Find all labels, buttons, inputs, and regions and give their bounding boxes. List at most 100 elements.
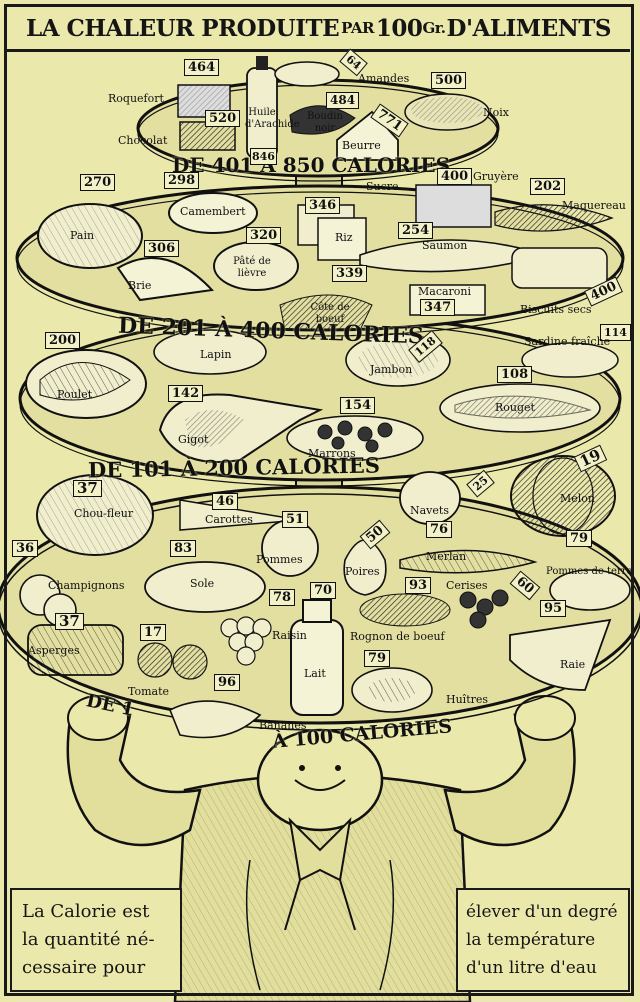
label-pain: Pain bbox=[70, 229, 95, 242]
price-maquereau: 202 bbox=[530, 178, 566, 195]
price-rouget: 108 bbox=[497, 366, 533, 383]
label-gigot: Gigot bbox=[178, 433, 209, 446]
price-asperges: 37 bbox=[55, 613, 84, 630]
price-carottes: 46 bbox=[212, 493, 239, 510]
label-raie: Raie bbox=[560, 658, 586, 671]
tier4-foods bbox=[19, 455, 631, 739]
label-gruyere: Gruyère bbox=[473, 170, 519, 183]
price-camembert: 298 bbox=[164, 172, 200, 189]
price-lait: 70 bbox=[310, 582, 337, 599]
label-sole: Sole bbox=[190, 577, 215, 590]
price-pain: 270 bbox=[80, 174, 116, 191]
label-lait: Lait bbox=[304, 667, 326, 680]
label-jambon: Jambon bbox=[370, 363, 413, 376]
price-chocolat: 520 bbox=[205, 110, 241, 127]
label-carottes: Carottes bbox=[205, 513, 253, 526]
price-raisin: 78 bbox=[269, 589, 296, 606]
poster-frame bbox=[4, 4, 634, 996]
price-poulet: 200 bbox=[45, 332, 81, 349]
label-macaroni: Macaroni bbox=[418, 285, 472, 298]
label-marrons: Marrons bbox=[308, 447, 356, 460]
label-brie: Brie bbox=[128, 279, 152, 292]
label-roquefort: Roquefort bbox=[108, 92, 164, 105]
label-asperges: Asperges bbox=[28, 644, 80, 657]
price-brie: 306 bbox=[144, 240, 180, 257]
title-part-5: D'ALIMENTS bbox=[446, 14, 612, 42]
label-chou-fleur: Chou-fleur bbox=[74, 507, 134, 520]
price-chou-fleur: 37 bbox=[73, 480, 102, 497]
definition-box-right: élever d'un degré la température d'un li… bbox=[456, 888, 630, 992]
price-pate: 320 bbox=[246, 227, 282, 244]
definition-left-line-1: La Calorie est bbox=[22, 901, 150, 922]
definition-right-line-2: la température bbox=[466, 930, 596, 950]
label-bananes: Bananes bbox=[259, 719, 307, 732]
label-riz: Riz bbox=[335, 231, 353, 244]
label-huitres: Huîtres bbox=[446, 693, 489, 706]
definition-left-line-3: cessaire pour bbox=[22, 957, 146, 978]
label-rouget: Rouget bbox=[495, 401, 535, 414]
label-melon: Melon bbox=[560, 492, 595, 505]
label-noix: Noix bbox=[483, 106, 509, 119]
price-raie: 95 bbox=[540, 600, 567, 617]
tier-caption-top: DE 401 À 850 CALORIES bbox=[172, 153, 451, 177]
price-gruyere: 400 bbox=[437, 168, 473, 185]
label-cote-boeuf: Côte de boeuf bbox=[310, 302, 350, 325]
price-rognon: 93 bbox=[405, 577, 432, 594]
price-riz: 339 bbox=[332, 265, 368, 282]
price-roquefort: 464 bbox=[184, 59, 220, 76]
label-pommes: Pommes bbox=[256, 553, 303, 566]
definition-box-left: La Calorie est la quantité né- cessaire … bbox=[10, 888, 182, 992]
price-sole: 83 bbox=[170, 540, 197, 557]
definition-right-line-1: élever d'un degré bbox=[466, 902, 618, 922]
label-biscuits: Biscuits secs bbox=[520, 303, 592, 316]
price-huitres: 79 bbox=[364, 650, 391, 667]
label-boudin: Boudin noir bbox=[307, 111, 343, 134]
poster-title: LA CHALEUR PRODUITE PAR 100 Gr. D'ALIMEN… bbox=[7, 7, 630, 52]
label-sardine: Sardine fraîche bbox=[524, 335, 611, 348]
label-amandes: Amandes bbox=[358, 72, 410, 85]
price-boudin: 484 bbox=[326, 92, 360, 109]
label-pate: Pâté de lièvre bbox=[233, 256, 271, 279]
price-noix: 500 bbox=[431, 72, 467, 89]
price-gigot: 142 bbox=[168, 385, 204, 402]
price-marrons: 154 bbox=[340, 397, 376, 414]
label-camembert: Camembert bbox=[180, 205, 246, 218]
title-part-4: Gr. bbox=[422, 19, 446, 37]
label-champignons: Champignons bbox=[48, 579, 125, 592]
price-sucre: 346 bbox=[305, 197, 341, 214]
price-pommes: 51 bbox=[282, 511, 309, 528]
label-raisin: Raisin bbox=[272, 629, 307, 642]
title-part-2: PAR bbox=[341, 19, 374, 37]
label-tomate: Tomate bbox=[128, 685, 170, 698]
label-chocolat: Chocolat bbox=[118, 134, 168, 147]
label-poires: Poires bbox=[345, 565, 380, 578]
price-sardine: 114 bbox=[600, 324, 631, 341]
label-saumon: Saumon bbox=[422, 239, 468, 252]
definition-left-line-2: la quantité né- bbox=[22, 929, 155, 950]
label-beurre: Beurre bbox=[342, 139, 381, 152]
price-champignons: 36 bbox=[12, 540, 39, 557]
label-merlan: Merlan bbox=[426, 550, 467, 563]
price-pommes-de-terre: 79 bbox=[566, 530, 593, 547]
price-merlan: 76 bbox=[426, 521, 453, 538]
label-rognon: Rognon de boeuf bbox=[350, 630, 445, 643]
label-lapin: Lapin bbox=[200, 348, 232, 361]
definition-right-line-3: d'un litre d'eau bbox=[466, 958, 597, 978]
label-sucre: Sucre bbox=[366, 180, 399, 193]
title-part-1: LA CHALEUR PRODUITE bbox=[25, 14, 340, 42]
label-pommes-de-terre: Pommes de terre bbox=[546, 566, 633, 577]
label-poulet: Poulet bbox=[57, 388, 93, 401]
price-tomate: 17 bbox=[140, 624, 167, 641]
price-macaroni: 347 bbox=[420, 299, 456, 316]
price-huile: 846 bbox=[250, 148, 277, 165]
price-bananes: 96 bbox=[214, 674, 241, 691]
label-navets: Navets bbox=[410, 504, 449, 517]
chef-figure bbox=[66, 695, 576, 1002]
label-maquereau: Maquereau bbox=[562, 199, 626, 212]
label-huile: Huile d'Arachide bbox=[245, 107, 300, 130]
price-saumon: 254 bbox=[398, 222, 434, 239]
tier1-foods bbox=[177, 56, 490, 161]
title-part-3: 100 bbox=[375, 14, 423, 42]
